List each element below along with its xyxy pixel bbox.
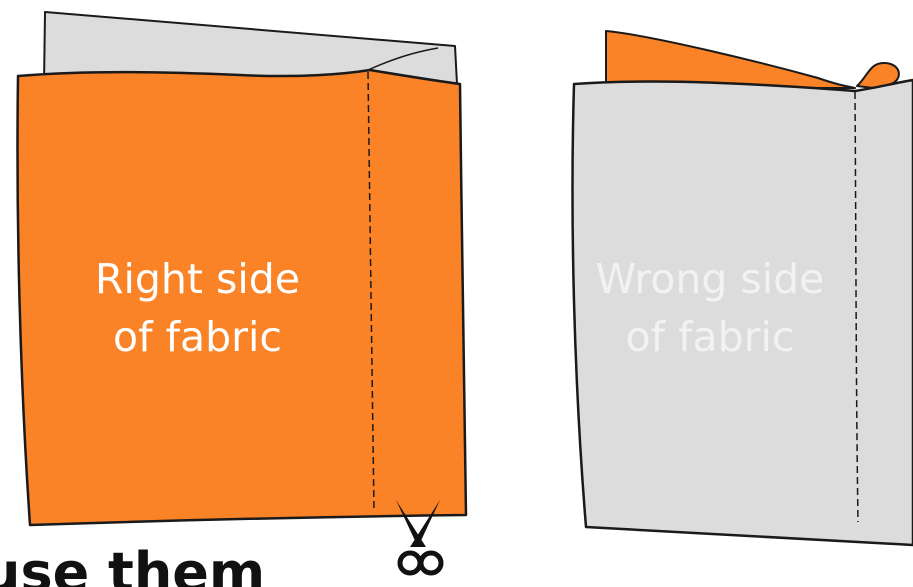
right-side-label: Right side of fabric [75,250,320,366]
wrong-side-label-line1: Wrong side [570,250,850,308]
right-side-label-line1: Right side [75,250,320,308]
caption-fragment: use them [0,541,265,587]
wrong-side-label: Wrong side of fabric [570,250,850,366]
wrong-side-label-line2: of fabric [570,308,850,366]
right-back-layer [606,31,855,88]
right-side-label-line2: of fabric [75,308,320,366]
